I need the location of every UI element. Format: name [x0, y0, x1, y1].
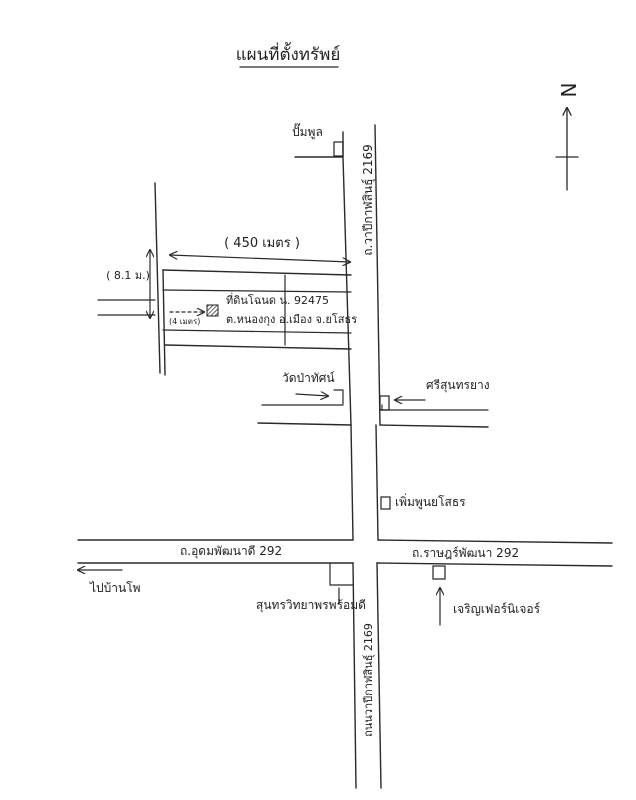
shop-ne-marker [379, 395, 390, 411]
distance-dimension-line [170, 255, 350, 262]
main-road-north-label: ถ.วาปีกาฬสินธุ์ 2169 [361, 144, 376, 256]
east-road-label: ถ.ราษฎร์พัฒนา 292 [412, 546, 519, 560]
shop-sw-label: สุนทรวิทยาพรพร้อมดี [256, 598, 366, 613]
plot-top-edge [162, 289, 352, 293]
shop-se-label: เจริญเฟอร์นิเจอร์ [453, 602, 541, 616]
map-title: แผนที่ตั้งทรัพย์ [236, 42, 341, 65]
lane-south-edge [164, 344, 352, 350]
west-road-label: ถ.อุดมพัฒนาดี 292 [180, 544, 282, 559]
highway-292-south-edge [77, 562, 613, 567]
shop-sw-marker [329, 562, 354, 586]
temple-marker [333, 389, 344, 405]
highway-292-north-edge [77, 539, 613, 544]
main-road-west-edge-north [294, 131, 352, 426]
small-width-label: (4 เมตร) [169, 317, 200, 326]
shop-ne-label: ศรีสุนทรยาง [426, 378, 490, 393]
property-deed-label: ที่ดินโฉนด น. 92475 [226, 292, 329, 307]
shop-mid-marker [380, 496, 391, 510]
main-road-east-edge-mid [375, 424, 379, 541]
shop-mid-label: เพิ่มพูนยโสธร [395, 493, 466, 510]
upper-cross-road [257, 422, 489, 428]
upper-cross-road-north-edge [261, 404, 383, 411]
temple-label: วัดป่าทัศน์ [282, 371, 335, 385]
temple-arrow-icon [295, 394, 328, 396]
property-location-label: ต.หนองกุง อ.เมือง จ.ยโสธร [226, 312, 357, 326]
compass-label: N [556, 83, 580, 98]
gas-station-label: ปั๊มพูล [292, 123, 323, 140]
distance-label: ( 450 เมตร ) [224, 236, 300, 251]
west-access-lane [97, 299, 156, 316]
main-road-east-edge-north [374, 124, 381, 426]
west-direction-label: ไปบ้านโพ [89, 581, 141, 595]
main-road-west-edge-mid [350, 424, 354, 541]
plot-bottom-edge [162, 329, 352, 334]
lane-north-edge [162, 269, 352, 276]
main-road-east-edge-south [376, 562, 382, 789]
main-road-south-label: ถนนวาปีกาฬสินธุ์ 2169 [362, 623, 375, 737]
side-lane-east-edge [162, 269, 166, 376]
property-marker-icon [206, 304, 219, 317]
side-lane-west-edge [154, 182, 161, 374]
gas-station-icon [333, 141, 344, 157]
main-road-west-edge-south [352, 562, 357, 789]
shop-se-marker [432, 565, 446, 580]
road-width-label: ( 8.1 ม.) [106, 269, 150, 282]
